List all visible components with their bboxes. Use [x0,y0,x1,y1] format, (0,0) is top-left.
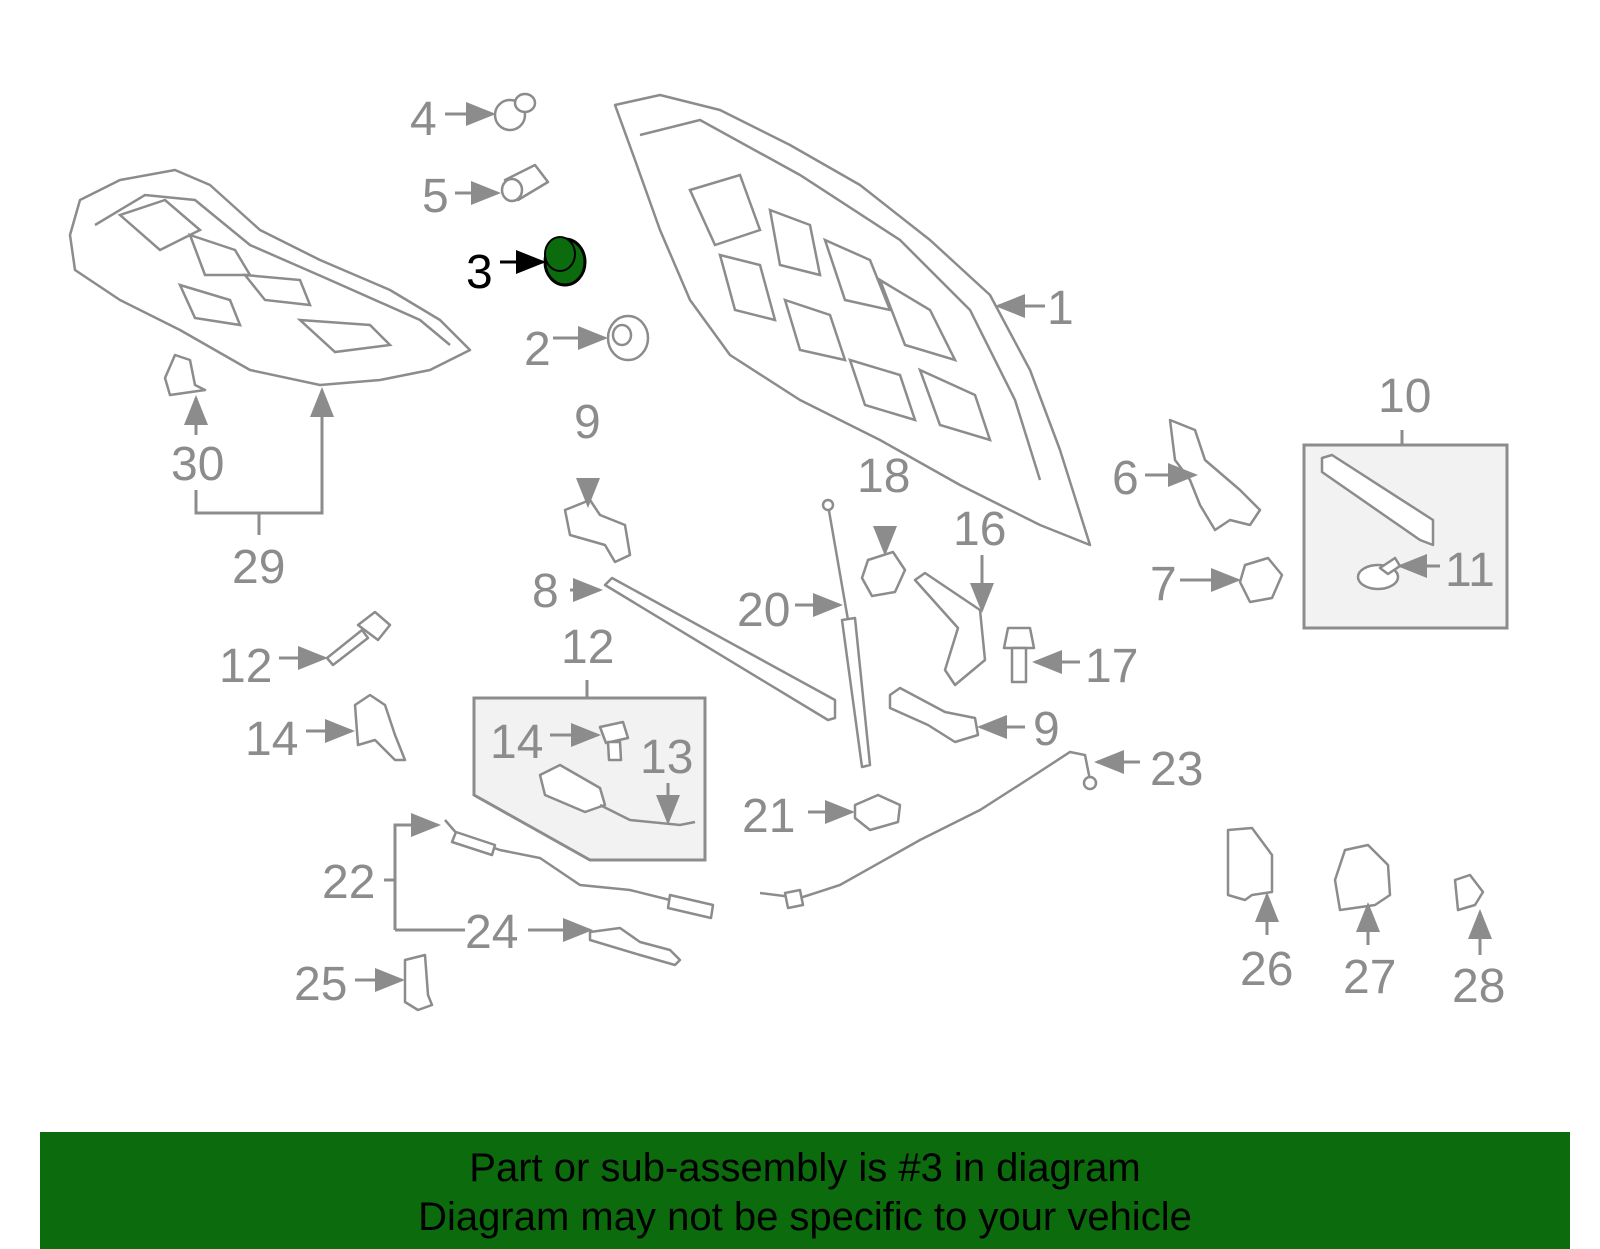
bracket-part-17[interactable] [913,571,987,687]
bumper-part-4[interactable] [493,92,537,132]
callout-16: 14 [245,713,298,766]
clip-part-24[interactable] [588,926,682,967]
nut-part-19[interactable] [860,550,907,598]
bracket-part-16[interactable] [353,693,407,762]
callout-2: 2 [524,323,551,376]
bracket-part-27[interactable] [1333,843,1392,912]
bracket-part-9-lower[interactable] [888,686,980,744]
box-10 [1302,443,1509,630]
callout-7: 7 [1150,558,1177,611]
callout-1: 1 [1047,282,1074,335]
callout-13: 12 [219,640,272,693]
insulator-clip-part[interactable] [163,353,207,397]
callout-21: 21 [742,790,795,843]
latch-part-14[interactable] [538,763,696,827]
callout-25: 25 [294,958,347,1011]
callout-15: 14 [490,716,543,769]
callout-20: 20 [737,584,790,637]
callout-3: 3 [466,246,493,299]
callout-30: 30 [171,438,224,491]
release-cable-part-22[interactable] [444,819,715,920]
info-banner: Part or sub-assembly is #3 in diagram Di… [40,1132,1570,1249]
callout-27: 27 [1343,951,1396,1004]
parts-diagram: 4 5 3 2 1 6 7 9 8 20 18 16 17 9 10 11 12… [68,92,1509,1013]
bolt-part-15[interactable] [598,720,630,762]
callout-4: 4 [410,93,437,146]
callout-17: 16 [953,503,1006,556]
callout-11: 11 [1445,544,1495,597]
bracket-part-9-upper[interactable] [563,498,632,564]
callout-19: 18 [857,450,910,503]
callout-18: 17 [1085,640,1138,693]
nut-part-7[interactable] [1238,556,1284,604]
bolt-part-13[interactable] [325,610,392,667]
callout-29: 29 [232,541,285,594]
seal-part-8[interactable] [603,576,837,722]
release-cable-part-23[interactable] [759,750,1098,910]
callout-26: 26 [1240,943,1293,996]
callout-labels: 4 5 3 2 1 6 7 9 8 20 18 16 17 9 10 11 12… [171,93,1505,1013]
callout-24: 24 [465,906,518,959]
bracket-part-26[interactable] [1226,826,1274,902]
bumper-part-5[interactable] [500,163,550,203]
box-12 [472,696,707,862]
callout-12: 12 [561,621,614,674]
callout-arrows [184,102,1492,992]
callout-14: 13 [640,731,693,784]
callout-10: 10 [1378,370,1431,423]
bolt-part-18[interactable] [1002,626,1036,684]
clip-part-28[interactable] [1453,873,1485,912]
banner-line-2: Diagram may not be specific to your vehi… [418,1195,1192,1239]
clip-part-25[interactable] [403,953,434,1012]
hood-panel-part[interactable] [613,93,1092,547]
bumper-part-21[interactable] [853,793,902,832]
grommet-part-2[interactable] [606,314,650,362]
callout-9-upper: 9 [574,396,601,449]
callout-22: 22 [322,856,375,909]
highlighted-part-3[interactable] [543,236,587,287]
callout-28: 28 [1452,960,1505,1013]
callout-8: 8 [532,565,559,618]
banner-line-1: Part or sub-assembly is #3 in diagram [469,1146,1141,1190]
callout-5: 5 [422,170,449,223]
lift-support-part-20[interactable] [821,498,872,769]
weatherstrip-part-10[interactable] [1320,453,1435,547]
callout-9-lower: 9 [1033,703,1060,756]
callout-6: 6 [1112,452,1139,505]
hood-insulator-part[interactable] [68,168,472,387]
callout-23: 23 [1150,743,1203,796]
